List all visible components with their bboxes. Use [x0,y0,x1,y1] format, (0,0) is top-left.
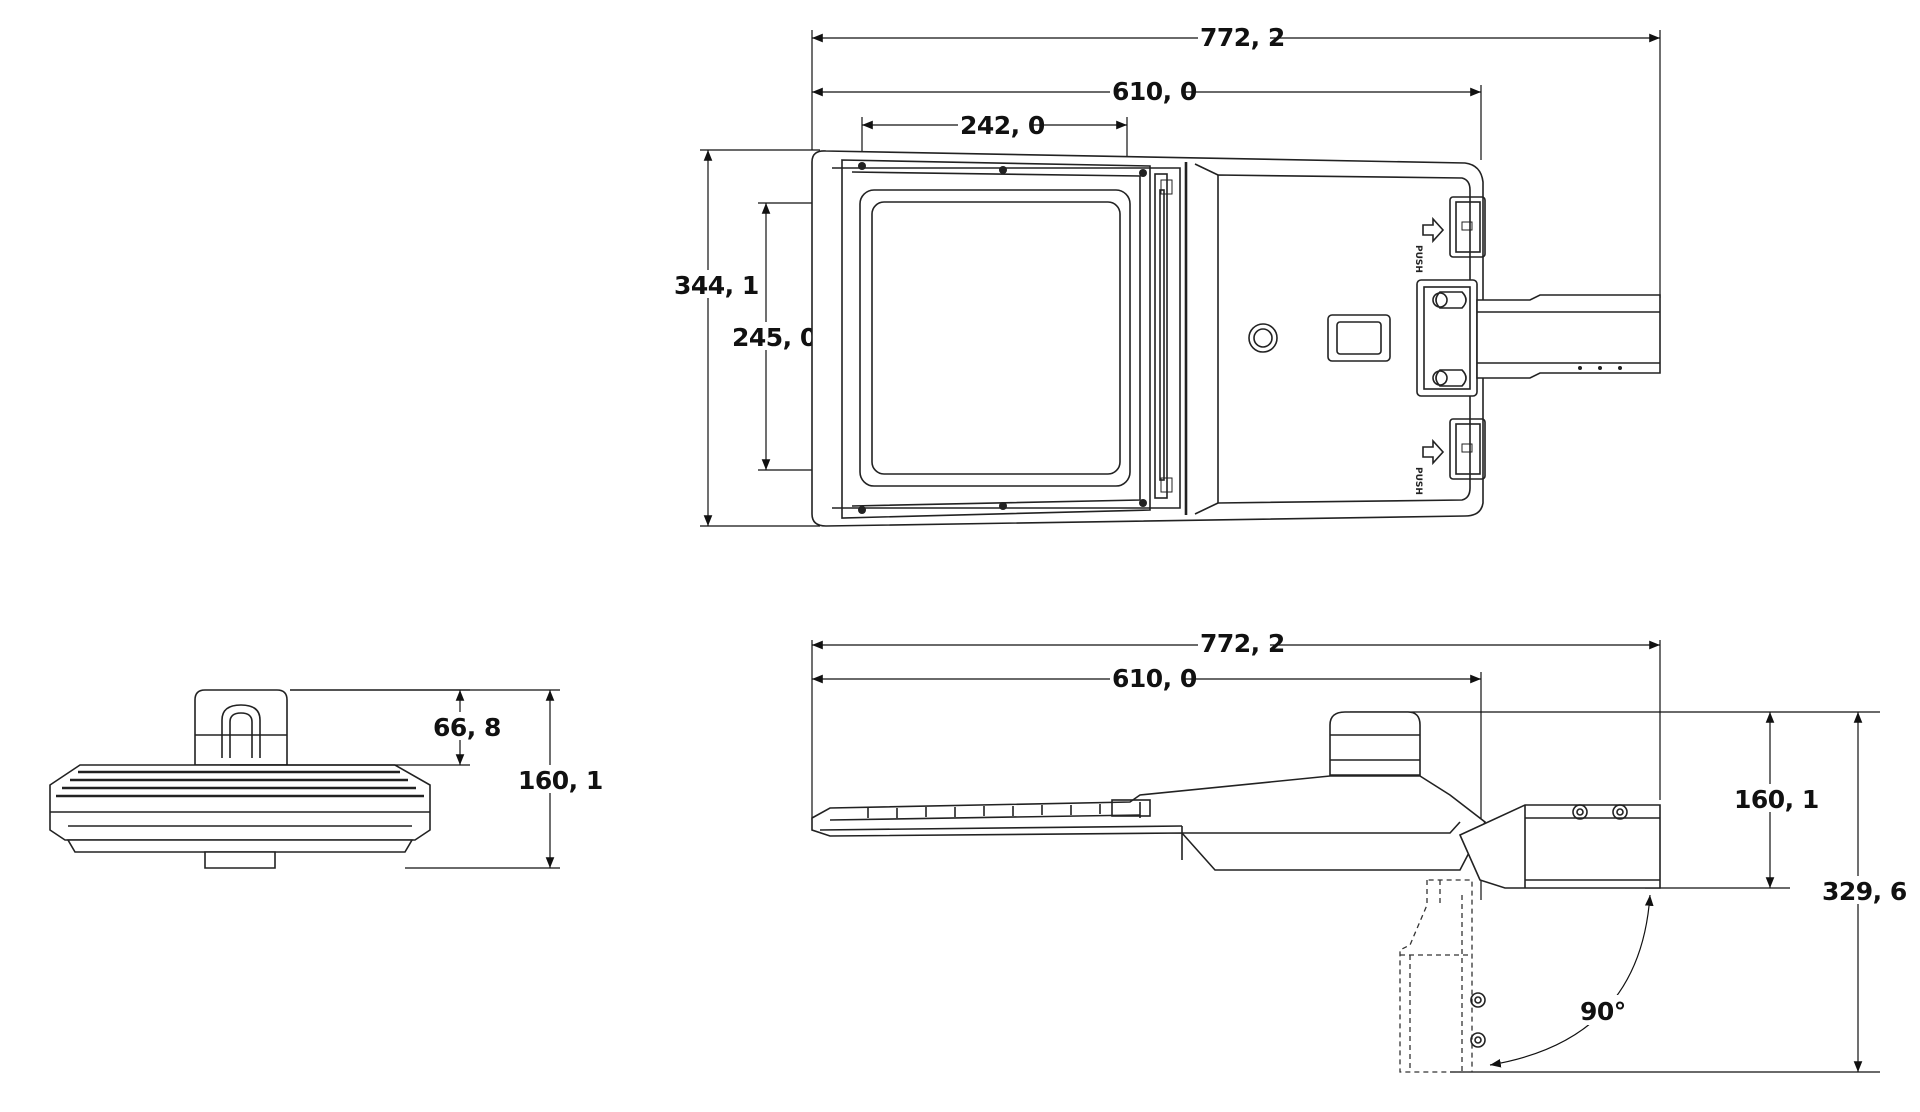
side-height-with-pole-label: 329, 6 [1822,877,1907,906]
side-height-label: 160, 1 [1734,785,1819,814]
top-overall-width-label: 344, 1 [674,271,759,300]
side-overall-length-label: 772, 2 [1200,629,1285,658]
push-label-lower: PUSH [1413,467,1423,495]
top-lens-width-label: 242, 0 [960,111,1045,140]
top-view-housing: PUSH PUSH [811,150,1486,527]
heat-sink-fins [867,799,1151,818]
end-total-height-label: 160, 1 [518,766,603,795]
end-sensor-height-label: 66, 8 [433,713,501,742]
top-lens-height-label: 245, 0 [732,323,817,352]
top-view: 772, 2 610, 0 242, 0 344, 1 245, 0 [672,22,1661,527]
top-overall-length-label: 772, 2 [1200,23,1285,52]
rotated-pole-adapter [1399,879,1486,1073]
top-body-length-label: 610, 0 [1112,77,1197,106]
angle-arc [1489,894,1654,1068]
end-view: 66, 8 160, 1 [49,689,603,869]
side-view: 772, 2 610, 0 160, 1 329, 6 [811,628,1907,1073]
side-view-housing [811,711,1661,889]
top-view-pole-adapter [1416,279,1661,397]
side-body-length-label: 610, 0 [1112,664,1197,693]
side-angle-label: 90° [1580,997,1626,1026]
push-label-upper: PUSH [1413,245,1423,273]
